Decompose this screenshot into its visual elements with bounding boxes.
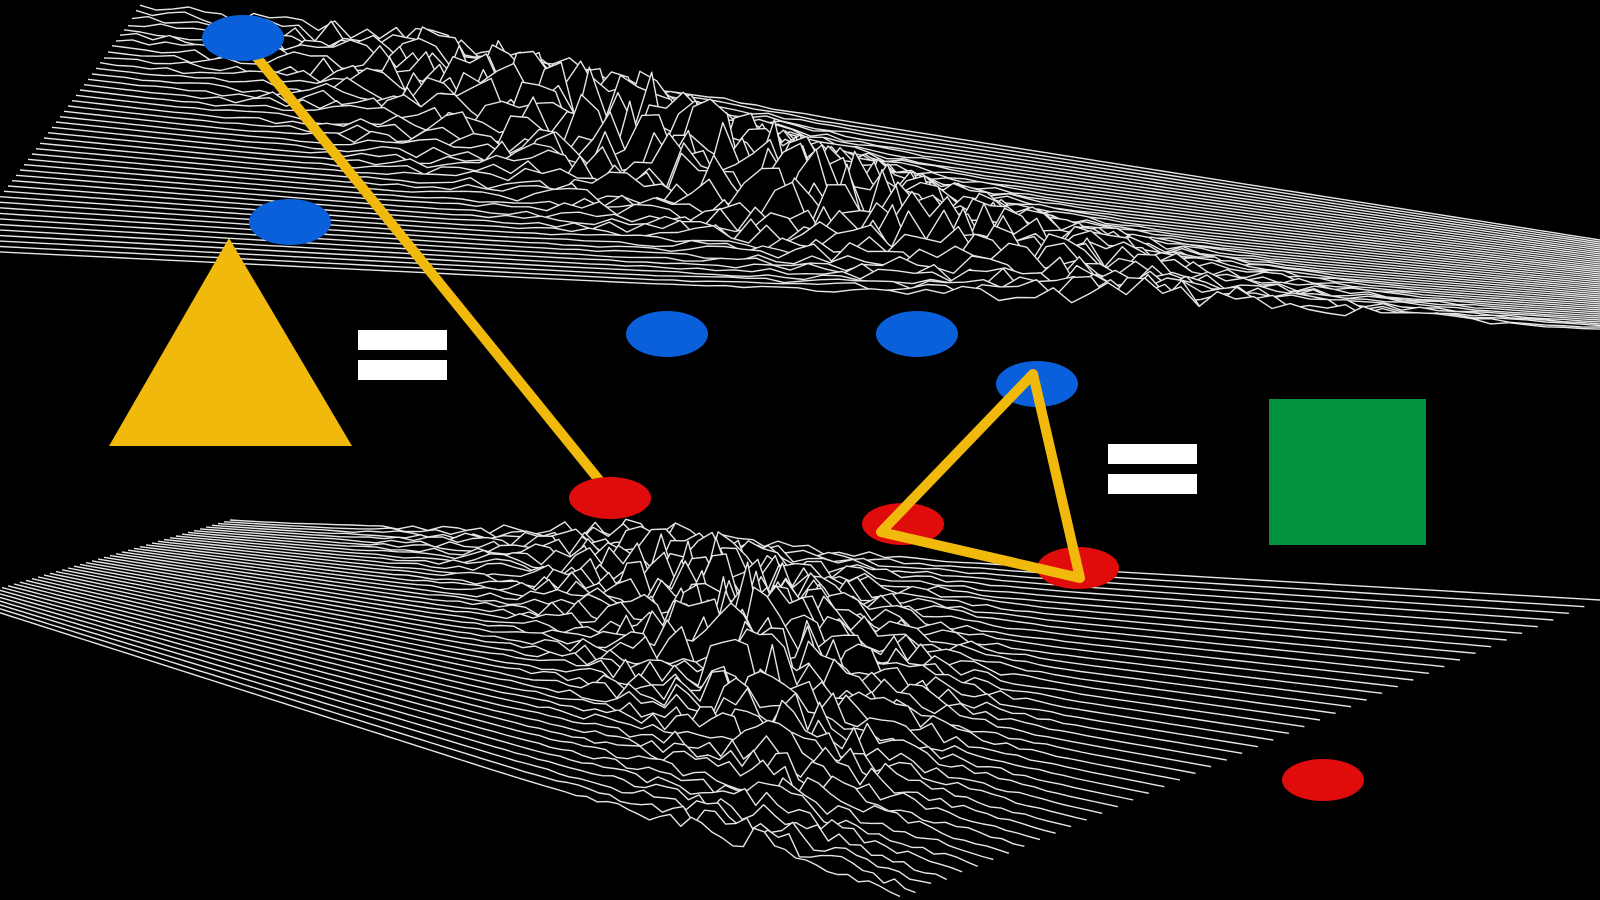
red-node	[1282, 759, 1364, 801]
blue-node	[202, 15, 284, 61]
green-square-icon	[1269, 399, 1426, 545]
ridgeline	[1, 586, 1010, 854]
blue-node	[876, 311, 958, 357]
equals-sign	[358, 330, 447, 380]
outlined-triangle	[876, 369, 1085, 583]
red-nodes	[569, 477, 1364, 801]
ridgeline	[205, 526, 1538, 628]
ridgeline	[19, 581, 1056, 834]
blue-node	[626, 311, 708, 357]
upper-ridgeline-surface	[0, 4, 1600, 330]
ridgeline	[37, 576, 1103, 814]
red-node	[569, 477, 651, 519]
ridgeline	[0, 593, 979, 868]
blue-nodes	[202, 15, 1078, 407]
blue-node	[249, 199, 331, 245]
connector-line	[241, 39, 617, 501]
ridgeline	[0, 240, 1600, 327]
filled-triangle-icon	[109, 238, 352, 446]
ridgeline	[0, 612, 901, 898]
ridgeline	[25, 579, 1072, 828]
ridgeline	[135, 9, 1600, 243]
lower-ridgeline-surface	[0, 518, 1600, 898]
equals-sign	[1108, 444, 1197, 494]
ridgeline	[223, 521, 1585, 608]
ridgeline	[103, 556, 1274, 741]
